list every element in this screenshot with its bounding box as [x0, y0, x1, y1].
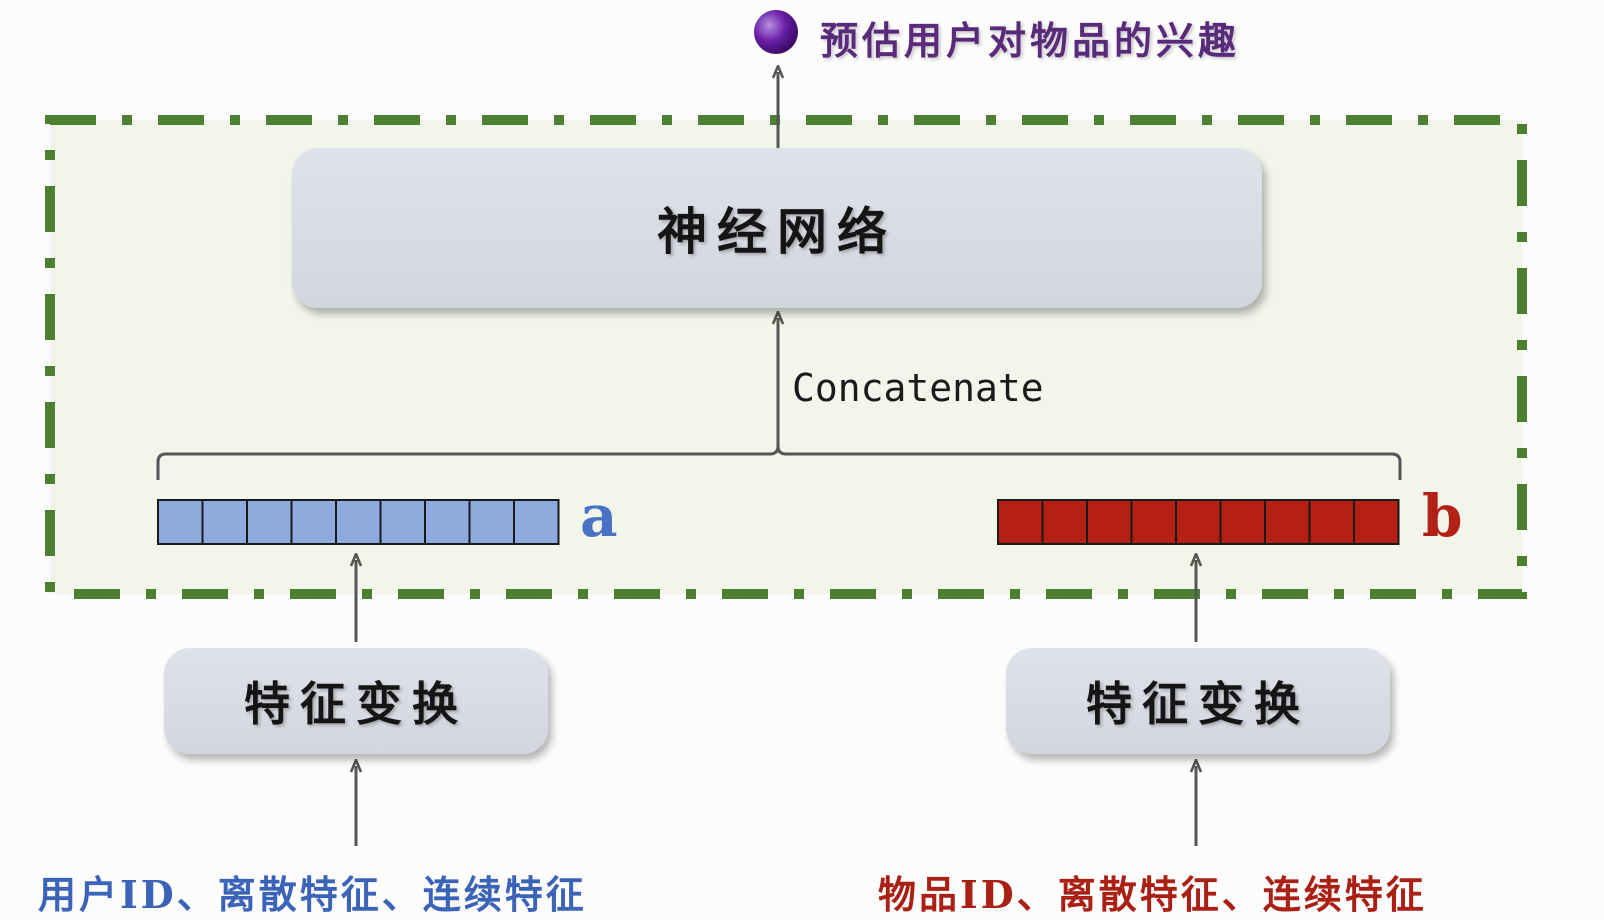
vector-a-cell [201, 499, 248, 545]
vector-b-cell [1264, 499, 1311, 545]
item-input-features: 物品ID、离散特征、连续特征 [878, 872, 1427, 917]
output-label: 预估用户对物品的兴趣 [820, 18, 1241, 63]
user-input-features: 用户ID、离散特征、连续特征 [38, 872, 587, 917]
vector-b [997, 499, 1400, 545]
vector-b-cell [1130, 499, 1177, 545]
vector-a-cell [290, 499, 337, 545]
vector-a-cell [513, 499, 560, 545]
vector-a-cell [468, 499, 515, 545]
output-dot [754, 10, 798, 54]
vector-a-cell [246, 499, 293, 545]
vector-a-cell [335, 499, 382, 545]
vector-a-cell [379, 499, 426, 545]
vector-a-label: a [580, 482, 618, 550]
vector-b-cell [1086, 499, 1133, 545]
vector-b-label: b [1422, 482, 1463, 550]
vector-b-cell [1175, 499, 1222, 545]
vector-a [157, 499, 560, 545]
feature-transform-box-user: 特征变换 [164, 648, 548, 754]
vector-b-cell [1219, 499, 1266, 545]
neural-network-box: 神经网络 [292, 148, 1262, 308]
vector-b-cell [1353, 499, 1400, 545]
vector-b-cell [997, 499, 1044, 545]
vector-b-cell [1041, 499, 1088, 545]
concatenate-label: Concatenate [792, 366, 1044, 410]
vector-b-cell [1308, 499, 1355, 545]
vector-a-cell [157, 499, 204, 545]
vector-a-cell [424, 499, 471, 545]
feature-transform-box-item: 特征变换 [1006, 648, 1390, 754]
